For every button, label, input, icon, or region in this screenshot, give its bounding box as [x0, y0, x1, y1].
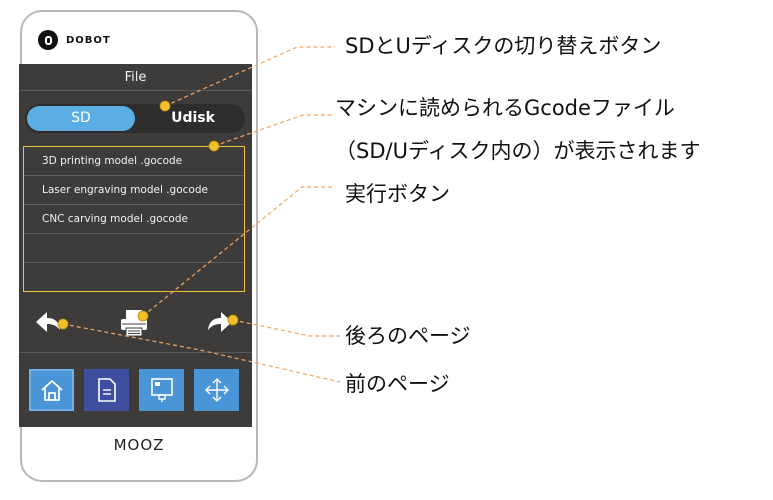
leader-file-list [213, 114, 335, 147]
file-button[interactable] [84, 369, 129, 411]
callout-next-page: 後ろのページ [345, 324, 471, 348]
file-list: 3D printing model .gocode Laser engravin… [23, 146, 245, 292]
brand-name: DOBOT [66, 34, 111, 46]
touch-screen: File SD Udisk 3D printing model .gocode … [19, 64, 252, 427]
marker-execute [137, 310, 149, 322]
page-nav [19, 296, 252, 348]
callout-switch-button: SDとUディスクの切り替えボタン [345, 34, 662, 58]
callout-prev-page: 前のページ [345, 372, 450, 396]
leader-execute [142, 186, 332, 317]
marker-switch [159, 100, 171, 112]
next-page-button[interactable] [203, 306, 237, 340]
home-icon [40, 380, 63, 401]
screen-title: File [19, 64, 252, 91]
home-button[interactable] [29, 369, 74, 411]
tool-icon [150, 378, 173, 402]
callout-execute-button: 実行ボタン [345, 182, 450, 206]
tab-udisk[interactable]: Udisk [171, 110, 215, 126]
tab-sd[interactable]: SD [27, 106, 135, 131]
move-button[interactable] [194, 369, 239, 411]
storage-tabs: SD Udisk [25, 104, 245, 133]
marker-next [227, 314, 239, 326]
leader-switch [164, 46, 335, 107]
bottom-dock [19, 352, 252, 427]
callout-file-list-line1: マシンに読められるGcodeファイル [335, 96, 675, 120]
printer-icon [121, 310, 147, 337]
execute-button[interactable] [117, 306, 151, 340]
arrow-left-icon [36, 312, 60, 332]
file-icon [97, 378, 116, 402]
prev-page-button[interactable] [31, 306, 65, 340]
file-list-item[interactable] [24, 234, 244, 263]
dobot-logo-icon [38, 30, 58, 50]
arrow-right-icon [208, 312, 232, 332]
brand-logo: DOBOT [38, 30, 111, 50]
callout-file-list-line2: （SD/Uディスク内の）が表示されます [335, 139, 701, 163]
file-list-item[interactable]: Laser engraving model .gocode [24, 176, 244, 205]
marker-file-list [208, 140, 220, 152]
move-icon [204, 378, 229, 402]
file-list-item[interactable]: CNC carving model .gocode [24, 205, 244, 234]
file-list-item[interactable]: 3D printing model .gocode [24, 147, 244, 176]
device-model-label: MOOZ [113, 436, 165, 454]
marker-prev [57, 318, 69, 330]
leader-next [232, 319, 340, 337]
leader-prev [62, 323, 341, 383]
tool-button[interactable] [139, 369, 184, 411]
